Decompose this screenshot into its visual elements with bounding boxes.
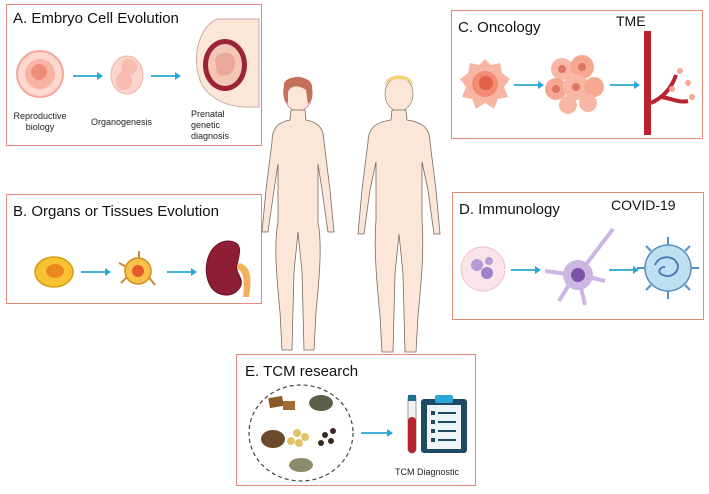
panel-oncology: C. Oncology TME [451, 10, 703, 139]
female-body-illustration [261, 76, 335, 351]
arrow-b2 [167, 268, 197, 276]
immune-cell-illustration [460, 246, 506, 292]
arrow-d1 [511, 266, 541, 274]
dendritic-cell-illustration [544, 227, 615, 306]
panel-a-title: A. Embryo Cell Evolution [13, 10, 179, 27]
herbs-circle-illustration [248, 384, 354, 482]
covid-19-label: COVID-19 [611, 197, 676, 213]
male-body-illustration [357, 75, 441, 353]
fetus-illustration [110, 55, 144, 95]
test-tube-icon [407, 394, 417, 454]
caption-prenatal-genetic-diagnosis: Prenatal genetic diagnosis [191, 109, 230, 141]
caption-tcm-diagnostic: TCM Diagnostic [395, 467, 460, 477]
arrow-d2 [609, 266, 639, 274]
caption-organogenesis: Organogenesis [91, 117, 153, 127]
arrow-a2 [151, 72, 181, 80]
arrow-a1 [73, 72, 103, 80]
panel-e-title: E. TCM research [245, 363, 359, 380]
clipboard-icon [421, 395, 467, 453]
panel-embryo-cell-evolution: A. Embryo Cell Evolution Reproductive bi… [6, 4, 262, 146]
tumor-mass-illustration [545, 55, 604, 114]
panel-d-title: D. Immunology [459, 201, 560, 218]
egg-cell-illustration [16, 50, 64, 98]
panel-immunology: D. Immunology COVID-19 [452, 192, 704, 320]
tissue-cell-illustration [34, 256, 74, 288]
arrow-c1 [514, 81, 544, 89]
arrow-e1 [361, 429, 393, 437]
panel-c-title: C. Oncology [458, 19, 541, 36]
kidney-illustration [205, 240, 251, 297]
arrow-c2 [610, 81, 640, 89]
panel-b-title: B. Organs or Tissues Evolution [13, 203, 219, 220]
panel-organs-tissues-evolution: B. Organs or Tissues Evolution [6, 194, 262, 304]
coronavirus-illustration [637, 237, 699, 299]
pregnancy-illustration [196, 18, 260, 108]
blood-vessel-illustration [644, 31, 695, 135]
stem-cell-illustration [118, 251, 156, 286]
tme-label: TME [616, 13, 646, 29]
tumor-cell-illustration [460, 59, 510, 109]
arrow-b1 [81, 268, 111, 276]
caption-reproductive-biology: Reproductive biology [13, 111, 67, 132]
panel-tcm-research: E. TCM research TCM Diagnostic [236, 354, 476, 486]
